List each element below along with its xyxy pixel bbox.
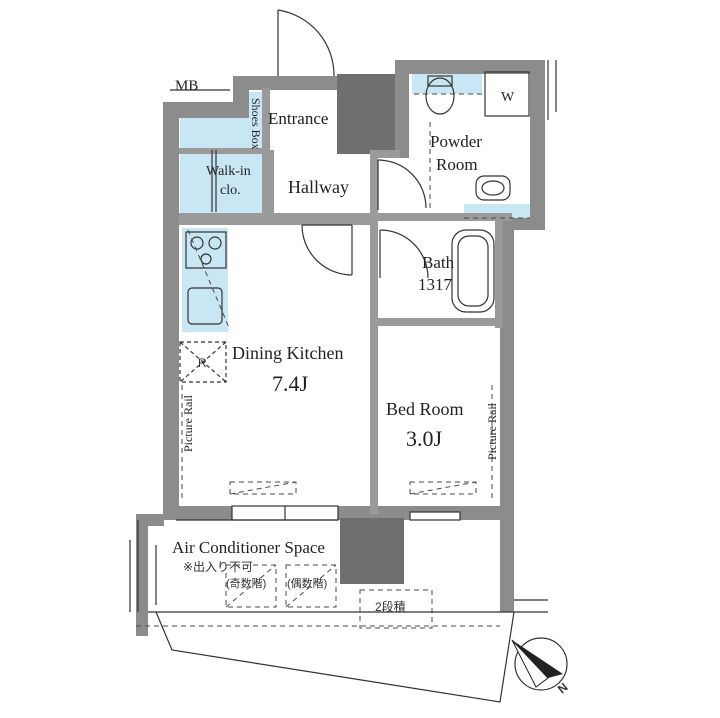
walk-in-label-1: Walk-in (206, 164, 251, 179)
balcony-outline (129, 60, 557, 703)
shoes-box-label-a: Shoes Box (249, 98, 263, 150)
hallway-label: Hallway (288, 177, 349, 197)
powder-room-storage-top (412, 74, 482, 94)
refrigerator-label: R (198, 356, 207, 370)
entrance-label: Entrance (268, 109, 328, 128)
pipe-space-balcony (340, 518, 404, 584)
washer-box (484, 71, 530, 117)
two-steps-label: 2段積 (375, 599, 406, 614)
powder-room-label-2: Room (436, 155, 478, 174)
stove (185, 231, 227, 269)
picture-rail-right-label: Picture Rail (485, 402, 499, 460)
even-floor-label: (偶数階) (287, 576, 327, 590)
bath-label: Bath (422, 253, 455, 272)
bed-size-label: 3.0J (406, 426, 443, 451)
powder-room-label-1: Powder (430, 132, 482, 151)
doors (176, 9, 461, 521)
compass-north-label: N (555, 680, 571, 696)
picture-rail-left-label: Picture Rail (181, 394, 195, 452)
kitchen-sink (187, 287, 223, 325)
mb-label: MB (175, 78, 198, 94)
air-conditioner-space-label: Air Conditioner Space (172, 538, 325, 557)
washer-label: W (501, 90, 515, 105)
toilet (425, 77, 455, 115)
washbasin (475, 175, 511, 201)
compass-icon: N (511, 637, 571, 696)
dashed-guides (136, 93, 530, 629)
odd-floor-label: (奇数階) (226, 576, 266, 590)
bath-size-label: 1317 (418, 275, 453, 294)
pipe-space-top (337, 74, 395, 154)
no-entry-note: ※出入り不可 (183, 560, 253, 574)
dining-size-label: 7.4J (272, 371, 309, 396)
refrigerator-space (179, 341, 227, 383)
bathtub (451, 229, 495, 313)
dining-kitchen-label: Dining Kitchen (232, 343, 343, 363)
interior-walls (179, 88, 512, 514)
fixtures (179, 71, 530, 383)
bed-room-label: Bed Room (386, 399, 464, 419)
walk-in-label-2: clo. (220, 183, 241, 198)
